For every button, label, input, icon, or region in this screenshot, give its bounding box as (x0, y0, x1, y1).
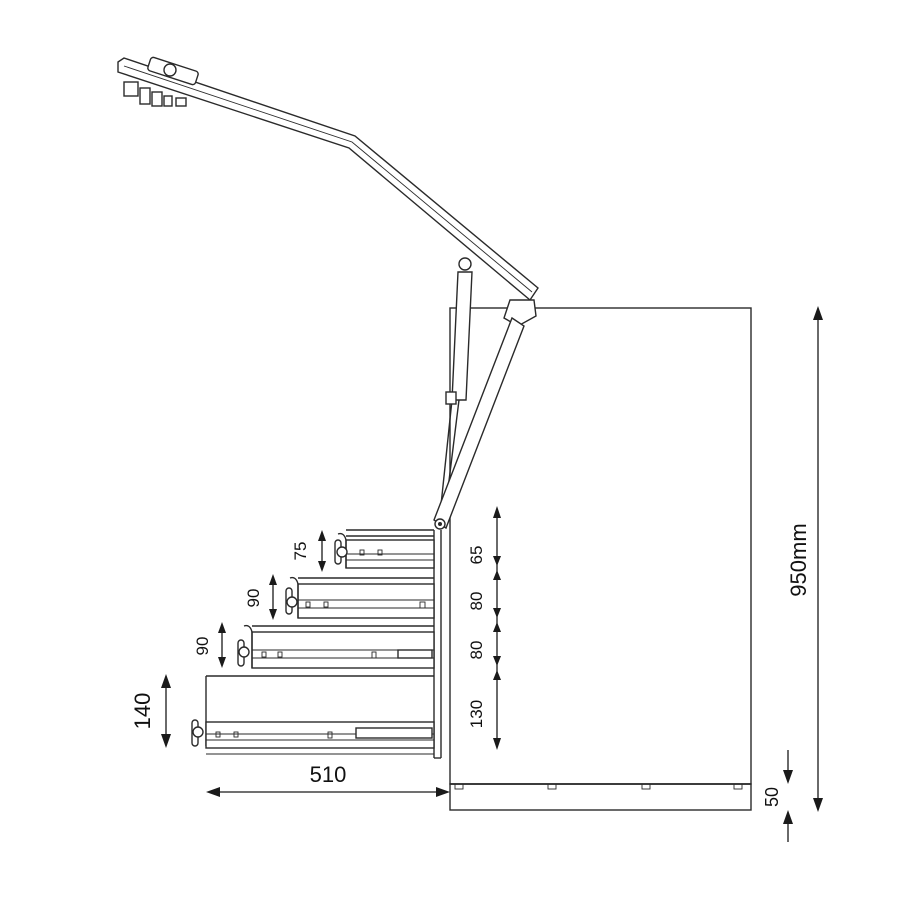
drawer-1-height-label: 75 (291, 542, 310, 561)
rear-spacing-1-label: 65 (467, 546, 486, 565)
drawer-1 (334, 529, 435, 569)
drawer-2-height-label: 90 (244, 589, 263, 608)
lid-arm (117, 56, 539, 327)
plinth-label: 50 (762, 787, 782, 807)
rear-spacing-2-label: 80 (467, 592, 486, 611)
overall-height-label: 950mm (786, 523, 811, 596)
drawer-guide-post (433, 530, 442, 759)
bottom-drawer-label: 140 (130, 693, 155, 730)
bottom-drawer-dimension: 140 (130, 674, 171, 748)
height-dimension: 950mm (786, 306, 823, 812)
cabinet-body (449, 307, 752, 811)
drawer-2 (285, 576, 435, 619)
drawer-3 (237, 624, 435, 669)
depth-dimension: 510 (206, 762, 450, 797)
support-arm (433, 316, 525, 530)
rear-spacing-dimensions: 65 80 80 130 (467, 506, 501, 750)
front-drawer-dimensions: 75 90 90 (193, 530, 326, 668)
depth-label: 510 (310, 762, 347, 787)
drawer-3-height-label: 90 (193, 637, 212, 656)
drawer-4 (191, 675, 435, 755)
rear-spacing-3-label: 80 (467, 641, 486, 660)
gas-strut (440, 257, 473, 506)
plinth-dimension: 50 (762, 750, 793, 842)
rear-spacing-4-label: 130 (467, 700, 486, 728)
